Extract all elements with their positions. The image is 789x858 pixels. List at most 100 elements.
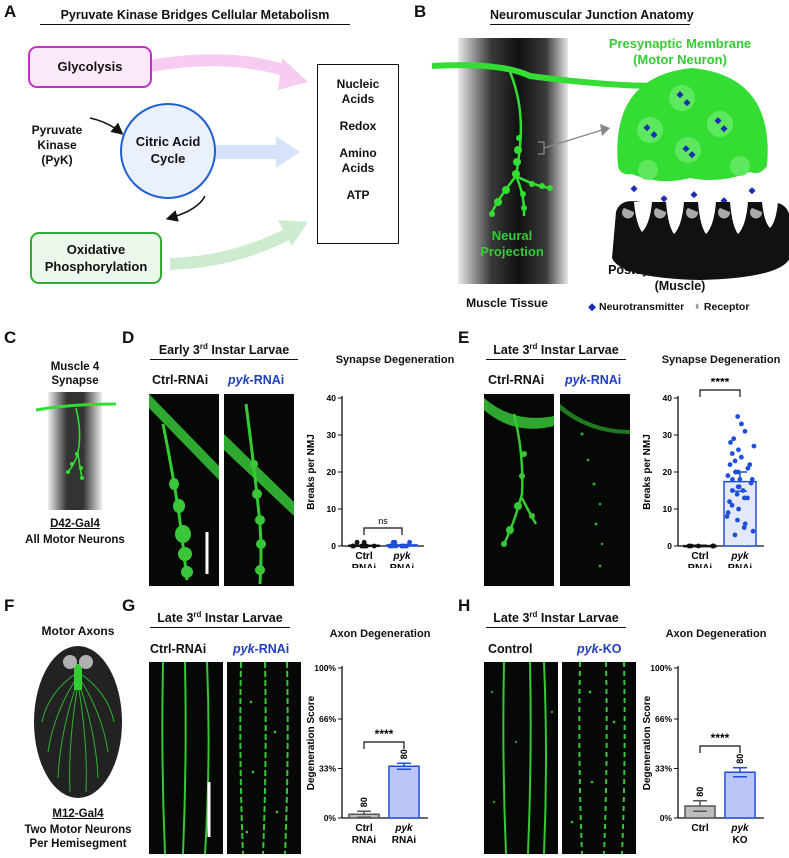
significance-bracket bbox=[363, 741, 405, 749]
output-atp: ATP bbox=[346, 188, 370, 202]
panel-e-chart: Breaks per NMJ010203040CtrlRNAipykRNAi**… bbox=[642, 378, 764, 568]
data-point bbox=[729, 488, 735, 493]
significance-label: **** bbox=[711, 731, 730, 745]
neurotransmitter-icon: ◆ bbox=[588, 301, 597, 313]
data-point bbox=[724, 514, 730, 519]
data-point bbox=[742, 495, 747, 501]
glycolysis-arrowhead bbox=[278, 58, 308, 90]
panel-h-title-pre: Late 3 bbox=[493, 611, 530, 626]
nmj-legend: ◆ Neurotransmitter ◖ Receptor bbox=[588, 298, 749, 313]
output-amino: Amino bbox=[339, 146, 377, 160]
y-tick-label: 20 bbox=[663, 467, 673, 477]
panel-e-pyk-italic: pyk bbox=[565, 373, 587, 387]
panel-e-pyk-micrograph bbox=[560, 394, 630, 586]
bar-pyk bbox=[388, 765, 420, 819]
panel-d-chart: Breaks per NMJ010203040CtrlRNAipykRNAins bbox=[306, 393, 424, 568]
neural-line1: Neural bbox=[491, 228, 533, 243]
panel-letter-e: E bbox=[458, 328, 470, 347]
panel-h-title-post: Instar Larvae bbox=[537, 611, 619, 626]
tca-to-oxphos-arrow bbox=[165, 195, 206, 222]
oxphos-arrowhead bbox=[278, 220, 308, 246]
data-point bbox=[725, 473, 731, 479]
y-tick-label: 10 bbox=[327, 504, 337, 514]
data-point bbox=[731, 436, 737, 442]
panel-letter-f: F bbox=[4, 596, 15, 615]
data-point bbox=[736, 447, 741, 453]
x-category-label-line2: RNAi bbox=[728, 563, 753, 568]
pyk-arrow bbox=[89, 117, 124, 135]
presynaptic-label: Presynaptic Membrane (Motor Neuron) bbox=[590, 36, 770, 68]
x-category-label: Ctrl bbox=[355, 823, 372, 834]
data-point bbox=[747, 462, 753, 467]
nmj-diagram bbox=[431, 38, 789, 284]
data-point bbox=[740, 488, 746, 493]
panel-e-title-sup: rd bbox=[529, 342, 538, 351]
y-axis-label: Breaks per NMJ bbox=[642, 434, 653, 510]
panel-d-ctrl-micrograph bbox=[149, 394, 219, 586]
postsynaptic-line1: Postsynaptic Membrane bbox=[608, 263, 752, 277]
legend-receptor: Receptor bbox=[703, 301, 750, 313]
muscle4-diagram bbox=[35, 392, 117, 510]
y-tick-label: 0% bbox=[324, 813, 337, 823]
data-point bbox=[725, 510, 731, 516]
tca-line2: Cycle bbox=[150, 151, 186, 166]
output-acids: Acids bbox=[341, 92, 375, 106]
x-category-label: pyk bbox=[392, 551, 411, 562]
panel-e-title-pre: Late 3 bbox=[493, 343, 530, 358]
y-tick-label: 66% bbox=[319, 714, 336, 724]
m12-desc-line2: Per Hemisegment bbox=[29, 838, 127, 850]
panel-h-pyk-italic: pyk bbox=[577, 642, 599, 656]
data-point bbox=[745, 465, 751, 471]
panel-d-pyk-italic: pyk bbox=[228, 373, 250, 387]
outputs-box: Nucleic Acids Redox Amino Acids ATP bbox=[317, 64, 399, 244]
bar-pyk bbox=[724, 771, 756, 819]
panel-h-title-sup: rd bbox=[529, 610, 538, 619]
data-point bbox=[361, 539, 367, 545]
data-point bbox=[393, 543, 399, 549]
pyk-label-line2: Kinase bbox=[37, 138, 77, 152]
y-axis-label: Degeneration Score bbox=[642, 695, 653, 790]
data-point bbox=[729, 451, 735, 456]
oxphos-arrow bbox=[169, 226, 295, 270]
panel-g-pyk-italic: pyk bbox=[233, 642, 255, 656]
y-tick-label: 30 bbox=[327, 430, 337, 440]
oxphos-line2: Phosphorylation bbox=[44, 259, 148, 274]
y-tick-label: 0 bbox=[331, 541, 336, 551]
panel-e-pyk-suffix: -RNAi bbox=[586, 373, 622, 387]
panel-d-pyk-label: pyk-RNAi bbox=[228, 373, 284, 387]
postsynaptic-line2: (Muscle) bbox=[654, 279, 706, 293]
data-point bbox=[688, 543, 694, 549]
motor-axons-title: Motor Axons bbox=[41, 624, 115, 638]
panel-h-chart: Degeneration Score0%33%66%100%80Ctrl80py… bbox=[642, 663, 764, 846]
panel-h-ctrl-label: Control bbox=[488, 642, 533, 656]
data-point bbox=[387, 543, 393, 549]
data-point bbox=[742, 521, 748, 527]
data-point bbox=[390, 539, 396, 545]
receptor-icon: ◖ bbox=[693, 298, 701, 313]
data-point bbox=[735, 469, 741, 475]
x-category-label: Ctrl bbox=[691, 823, 708, 834]
data-point bbox=[695, 543, 701, 549]
larva-diagram bbox=[34, 646, 122, 798]
panel-e-ctrl-micrograph bbox=[484, 394, 554, 586]
y-axis-label: Breaks per NMJ bbox=[306, 434, 317, 510]
muscle4-line2: Synapse bbox=[51, 375, 99, 387]
panel-h-pyk-label: pyk-KO bbox=[577, 642, 621, 656]
panel-g-pyk-label: pyk-RNAi bbox=[233, 642, 289, 656]
x-category-label-line2: RNAi bbox=[390, 563, 415, 568]
panel-b-title: Neuromuscular Junction Anatomy bbox=[490, 8, 694, 25]
significance-bracket bbox=[699, 745, 741, 753]
panel-e-title-post: Instar Larvae bbox=[537, 343, 619, 358]
panel-h-pyk-micrograph bbox=[562, 662, 636, 854]
x-category-label: Ctrl bbox=[355, 551, 372, 562]
panel-h-graph-title: Axon Degeneration bbox=[665, 628, 767, 640]
muscle4-synapse-label: Muscle 4 Synapse bbox=[32, 360, 118, 388]
x-category-label-line2: RNAi bbox=[392, 835, 417, 846]
data-point bbox=[727, 499, 732, 504]
x-category-label-line2: RNAi bbox=[352, 563, 377, 568]
m12-driver: M12-Gal4 bbox=[52, 808, 104, 820]
x-category-label: pyk bbox=[730, 551, 749, 562]
glycolysis-arrow bbox=[148, 54, 292, 78]
significance-label: **** bbox=[375, 727, 394, 741]
panel-d-title: Early 3rd Instar Larvae bbox=[150, 342, 298, 361]
